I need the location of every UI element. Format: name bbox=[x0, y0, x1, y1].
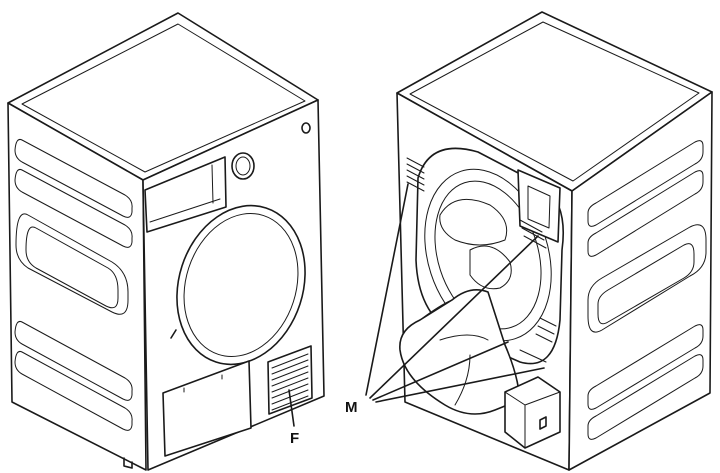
program-knob bbox=[231, 152, 255, 180]
dryer-rear-view bbox=[365, 11, 713, 471]
lower-access-hatch bbox=[162, 360, 252, 457]
callout-label-m: M bbox=[345, 399, 358, 416]
front-dryer-foot bbox=[123, 457, 133, 469]
rear-right-vents bbox=[519, 219, 557, 363]
water-container-drawer bbox=[144, 156, 227, 233]
front-dryer-door bbox=[176, 204, 306, 366]
dryer-front-view bbox=[7, 12, 325, 471]
callout-label-f: F bbox=[290, 430, 299, 447]
door-hinge bbox=[170, 329, 177, 339]
front-dryer-side-panel bbox=[7, 102, 147, 471]
rear-left-vents bbox=[406, 157, 425, 192]
rear-dryer-side-panel bbox=[568, 91, 713, 471]
rear-duct-hose bbox=[399, 289, 521, 415]
callout-lines-m bbox=[365, 183, 545, 403]
callout-line-f bbox=[288, 389, 295, 427]
rear-lower-box bbox=[504, 376, 561, 449]
front-dryer-side-ribs bbox=[14, 139, 133, 431]
front-dryer-top-inner-edge bbox=[21, 23, 306, 173]
rear-dryer-side-ribs bbox=[587, 140, 707, 440]
rear-motor-housing bbox=[439, 198, 508, 246]
power-button bbox=[301, 122, 311, 134]
ventilation-grille bbox=[267, 345, 313, 415]
rear-dryer-top-inner-edge bbox=[409, 21, 700, 182]
